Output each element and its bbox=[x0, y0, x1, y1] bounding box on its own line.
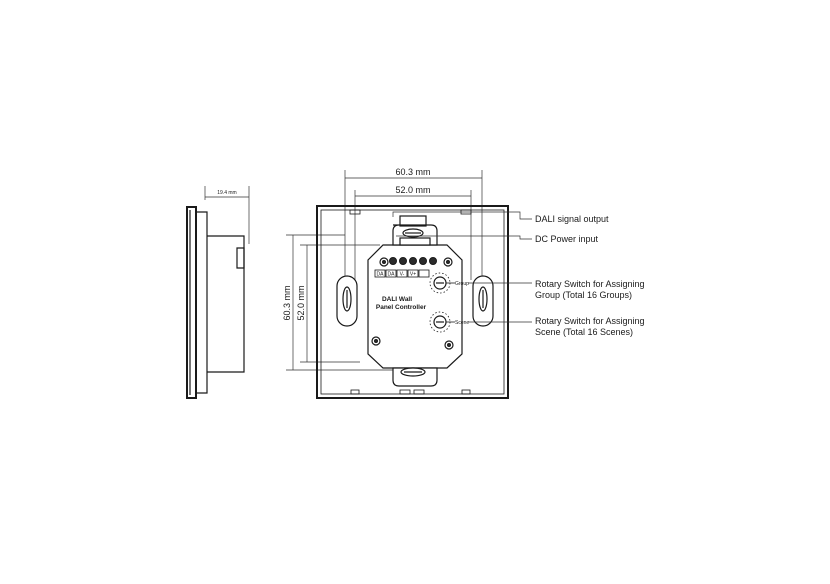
bottom-notch-right bbox=[461, 389, 471, 395]
callout-dc-input: DC Power input bbox=[535, 234, 599, 244]
module-title-line1: DALI Wall bbox=[382, 296, 412, 303]
side-view: 19.4 mm bbox=[186, 186, 250, 399]
terminal-label-4: V+ bbox=[410, 272, 416, 278]
terminal-cell-3 bbox=[396, 269, 408, 278]
bottom-notch-center-right bbox=[413, 389, 425, 395]
terminal-screw-1 bbox=[389, 257, 397, 265]
bottom-notch-left bbox=[350, 389, 360, 395]
terminal-cell-4 bbox=[407, 269, 419, 278]
terminal-block: DA DA V- V+ bbox=[374, 257, 437, 278]
callouts: DALI signal output DC Power input Rotary… bbox=[392, 211, 645, 337]
terminal-screw-5 bbox=[429, 257, 437, 265]
callout-group-line1: Rotary Switch for Assigning bbox=[535, 279, 645, 289]
height-inner-label: 52.0 mm bbox=[296, 285, 306, 320]
width-inner-label: 52.0 mm bbox=[395, 185, 430, 195]
connector-header bbox=[399, 237, 431, 246]
top-notch-left bbox=[349, 209, 361, 215]
terminal-screw-2 bbox=[399, 257, 407, 265]
module-body bbox=[367, 244, 463, 369]
width-outer-label: 60.3 mm bbox=[395, 167, 430, 177]
terminal-cell-2 bbox=[385, 269, 397, 278]
module-title-line2: Panel Controller bbox=[376, 304, 427, 311]
bottom-notch-center-left bbox=[399, 389, 411, 395]
screw-top-left-center bbox=[382, 260, 386, 264]
callout-scene-line2: Scene (Total 16 Scenes) bbox=[535, 327, 633, 337]
screw-bottom-right-center bbox=[447, 343, 451, 347]
scene-switch-label: Scene bbox=[455, 320, 469, 326]
front-view: 60.3 mm 52.0 mm 60.3 mm 52.0 mm bbox=[282, 167, 509, 399]
terminal-label-2: DA bbox=[388, 272, 396, 278]
callout-line-dc bbox=[396, 235, 532, 240]
screw-bottom-left-center bbox=[374, 339, 378, 343]
callout-line-dali bbox=[392, 211, 532, 220]
terminal-cell-5 bbox=[418, 269, 430, 278]
depth-label: 19.4 mm bbox=[217, 190, 236, 196]
height-outer-label: 60.3 mm bbox=[282, 285, 292, 320]
terminal-label-3: V- bbox=[400, 272, 405, 278]
group-rotary-switch: Group bbox=[429, 272, 469, 294]
side-latch bbox=[236, 247, 245, 269]
group-switch-label: Group bbox=[455, 281, 469, 287]
outer-frame bbox=[316, 205, 509, 399]
callout-group-line2: Group (Total 16 Groups) bbox=[535, 290, 632, 300]
terminal-label-1: DA bbox=[377, 272, 385, 278]
scene-rotary-switch: Scene bbox=[429, 311, 469, 333]
side-body bbox=[207, 235, 245, 373]
callout-scene-line1: Rotary Switch for Assigning bbox=[535, 316, 645, 326]
side-faceplate bbox=[186, 206, 197, 399]
terminal-screw-3 bbox=[409, 257, 417, 265]
terminal-cell-1 bbox=[374, 269, 386, 278]
top-connector-block bbox=[399, 215, 427, 227]
screw-top-right-center bbox=[446, 260, 450, 264]
terminal-screw-4 bbox=[419, 257, 427, 265]
side-backplate bbox=[196, 211, 208, 394]
callout-dali-output: DALI signal output bbox=[535, 214, 609, 224]
inner-frame bbox=[320, 209, 505, 395]
